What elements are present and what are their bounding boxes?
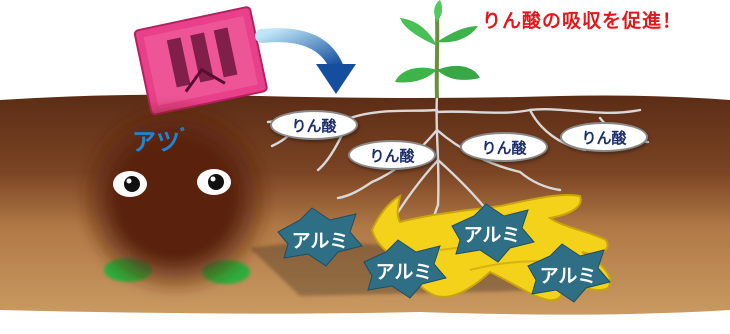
aluminum-badge [277,207,363,267]
aluminum-badge [527,243,611,303]
aluminum-badges [277,203,611,303]
aluminum-badge [363,239,447,299]
character-name-text: アツ [132,128,180,156]
headline: りん酸の吸収を促進！ [482,10,683,32]
phosphate-label: りん酸 [270,110,358,140]
aluminum-badge [451,203,535,263]
soil-monster-icon [77,100,273,296]
aluminum-label: アルミ [539,265,597,287]
phosphate-label: りん酸 [348,140,436,170]
character-name: アツﾞ [132,122,188,157]
arrow-icon [255,28,356,94]
fertilizer-bag-icon [133,6,268,116]
aluminum-label: アルミ [463,224,521,246]
aluminum-label: アルミ [291,230,349,252]
phosphate-label: りん酸 [560,122,648,152]
aluminum-label: アルミ [375,261,433,283]
sprout-icon [395,0,480,99]
phosphate-label: りん酸 [460,132,548,162]
character-name-mark: ﾞ [180,126,189,145]
